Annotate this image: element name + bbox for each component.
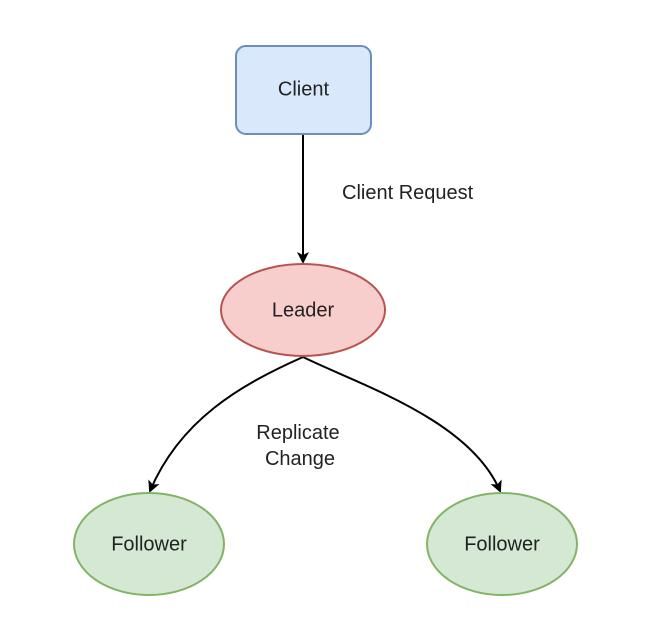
leader-label: Leader	[272, 299, 335, 321]
follower-left-ellipse	[73, 492, 225, 596]
follower-left-label: Follower	[111, 533, 187, 555]
follower-right-ellipse	[426, 492, 578, 596]
client-node: Client	[235, 45, 372, 135]
client-label: Client	[278, 78, 330, 100]
replicate-change-label-line2: Change	[265, 448, 335, 470]
replicate-arrow-left	[148, 356, 304, 493]
replicate-change-label-line1: Replicate	[256, 422, 339, 444]
client-box	[235, 45, 372, 135]
edge-leader-to-followers: Replicate Change	[148, 356, 502, 493]
client-request-label: Client Request	[342, 182, 474, 204]
follower-node-left: Follower	[73, 492, 225, 596]
follower-node-right: Follower	[426, 492, 578, 596]
edge-client-to-leader: Client Request	[297, 134, 474, 264]
leader-ellipse	[220, 263, 386, 357]
leader-node: Leader	[220, 263, 386, 357]
follower-right-label: Follower	[464, 533, 540, 555]
replicate-arrow-right	[302, 356, 502, 493]
